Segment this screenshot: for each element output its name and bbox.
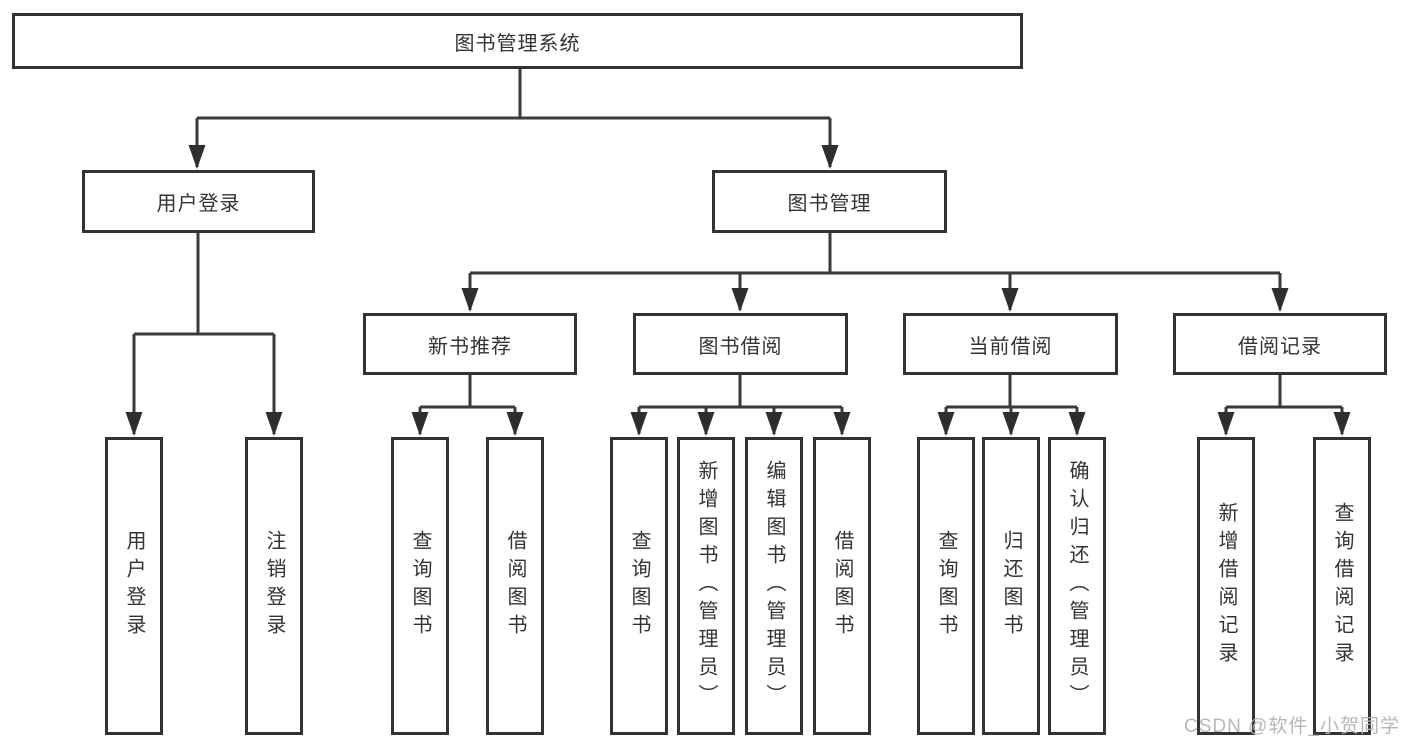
node-current-borrowing: 当前借阅 [903, 313, 1118, 375]
node-borrowing-records: 借阅记录 [1173, 313, 1387, 375]
node-add-books-admin: 新增图书（管理员） [677, 437, 735, 735]
node-edit-books-admin: 编辑图书（管理员） [745, 437, 803, 735]
node-new-book-recommend: 新书推荐 [363, 313, 577, 375]
node-logout: 注销登录 [245, 437, 303, 735]
node-query-borrow-record: 查询借阅记录 [1313, 437, 1371, 735]
node-book-borrowing: 图书借阅 [633, 313, 848, 375]
node-user-login-leaf: 用户登录 [105, 437, 163, 735]
node-user-login: 用户登录 [82, 170, 315, 233]
node-confirm-return-admin: 确认归还（管理员） [1048, 437, 1106, 735]
node-borrow-books-2: 借阅图书 [813, 437, 871, 735]
node-add-borrow-record: 新增借阅记录 [1197, 437, 1255, 735]
node-borrow-books-1: 借阅图书 [486, 437, 544, 735]
node-query-books-3: 查询图书 [917, 437, 975, 735]
watermark: CSDN @软件_小贺同学 [1184, 716, 1400, 737]
node-root: 图书管理系统 [12, 13, 1023, 69]
node-return-books: 归还图书 [982, 437, 1040, 735]
node-query-books-1: 查询图书 [391, 437, 449, 735]
node-query-books-2: 查询图书 [610, 437, 668, 735]
connector-rails [134, 69, 1342, 409]
node-book-management: 图书管理 [712, 170, 947, 233]
